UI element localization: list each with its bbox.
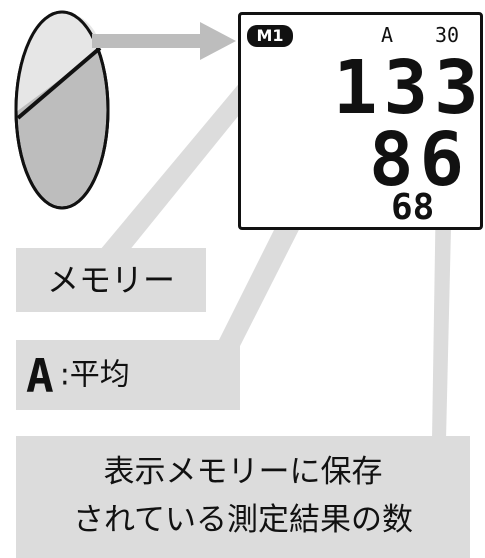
systolic-value: 133 bbox=[333, 45, 485, 131]
stored-count-label: 表示メモリーに保存 されている測定結果の数 bbox=[16, 436, 470, 558]
pulse-value: 68 bbox=[391, 187, 435, 228]
memory-label: メモリー bbox=[16, 248, 206, 312]
memory-button-icon bbox=[14, 10, 110, 210]
average-label-text: :平均 bbox=[59, 357, 130, 393]
memory-pointer bbox=[90, 56, 282, 262]
average-indicator: A bbox=[381, 23, 394, 47]
arrow-right-icon bbox=[92, 22, 236, 60]
memory-badge: M1 bbox=[247, 25, 293, 47]
diastolic-value: 86 bbox=[369, 117, 471, 203]
average-glyph: A bbox=[26, 348, 54, 403]
readings-count: 30 bbox=[435, 23, 460, 47]
stored-count-line-2: されている測定結果の数 bbox=[72, 502, 414, 538]
lcd-screen: M1 A 30 133 86 68 bbox=[238, 12, 483, 230]
average-label: A:平均 bbox=[16, 340, 240, 410]
stored-count-line-1: 表示メモリーに保存 bbox=[103, 454, 383, 490]
